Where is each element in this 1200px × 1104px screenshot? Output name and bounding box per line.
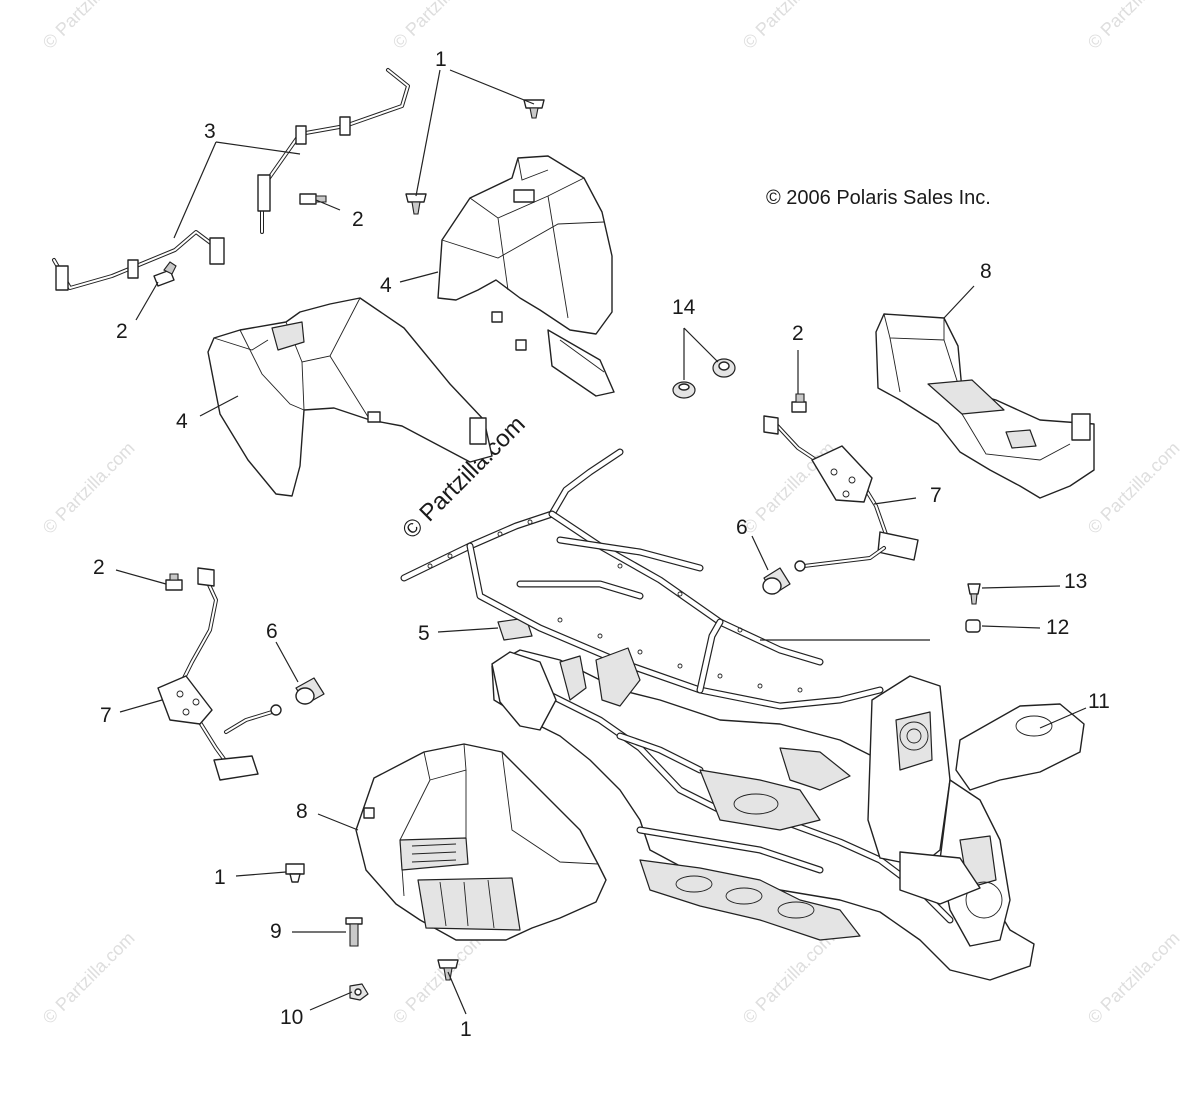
watermark-text: © Partzilla.com [1084,438,1184,538]
watermark-text: © Partzilla.com [39,438,139,538]
callout-2: 2 [93,556,105,579]
part-7-right-footrest-bracket [763,415,919,572]
part-1-push-rivet [523,99,545,119]
part-4-upper-fender [437,155,615,397]
part-8-left-footwell [355,743,607,941]
watermark-text: © Partzilla.com [39,928,139,1028]
callout-labels: 1 3 2 2 4 4 14 2 8 7 6 13 12 5 2 6 7 11 … [93,48,1110,1041]
part-11-main-frame [400,448,1085,981]
callout-4: 4 [380,274,392,297]
part-10-nut [349,983,369,1001]
callout-7: 7 [930,484,942,507]
callout-8: 8 [296,800,308,823]
part-7-left-footrest-bracket [157,567,282,781]
callout-6: 6 [266,620,278,643]
part-1-push-rivet [285,863,305,883]
part-1-push-rivet [405,193,427,215]
callout-9: 9 [270,920,282,943]
callout-2: 2 [116,320,128,343]
part-4-lower-fender [207,297,493,497]
part-12-plug [965,619,981,633]
part-3-support-bracket [52,68,410,291]
callout-10: 10 [280,1006,303,1029]
watermark-text: © Partzilla.com [389,928,489,1028]
callout-1: 1 [460,1018,472,1041]
part-2-screw [165,573,183,591]
watermark-text: © Partzilla.com [739,438,839,538]
watermark-text: © Partzilla.com [739,928,839,1028]
watermark-text: © Partzilla.com [1084,0,1184,53]
callout-2: 2 [792,322,804,345]
watermark-text: © Partzilla.com [739,0,839,53]
callout-1: 1 [214,866,226,889]
watermark-text: © Partzilla.com [39,0,139,53]
callout-2: 2 [352,208,364,231]
callout-8: 8 [980,260,992,283]
callout-12: 12 [1046,616,1069,639]
frame-holes [427,519,803,693]
part-14-grommet [712,358,736,378]
part-2-screw [791,393,807,413]
callout-13: 13 [1064,570,1087,593]
callout-4: 4 [176,410,188,433]
part-9-bolt [345,917,363,947]
part-14-grommet [672,381,696,399]
watermark-text: © Partzilla.com [389,0,489,53]
part-8-right-footwell [875,313,1095,499]
watermark-text: © Partzilla.com [1084,928,1184,1028]
callout-5: 5 [418,622,430,645]
callout-1: 1 [435,48,447,71]
copyright-text: © 2006 Polaris Sales Inc. [766,187,991,209]
callout-14: 14 [672,296,696,319]
part-6-right-bushing [762,567,791,595]
leader-lines [115,69,1087,1015]
callout-7: 7 [100,704,112,727]
part-6-left-bushing [295,677,325,705]
part-13-fastener [967,583,981,605]
part-2-screw [153,261,177,287]
callout-3: 3 [204,120,216,143]
callout-6: 6 [736,516,748,539]
callout-11: 11 [1088,690,1110,713]
